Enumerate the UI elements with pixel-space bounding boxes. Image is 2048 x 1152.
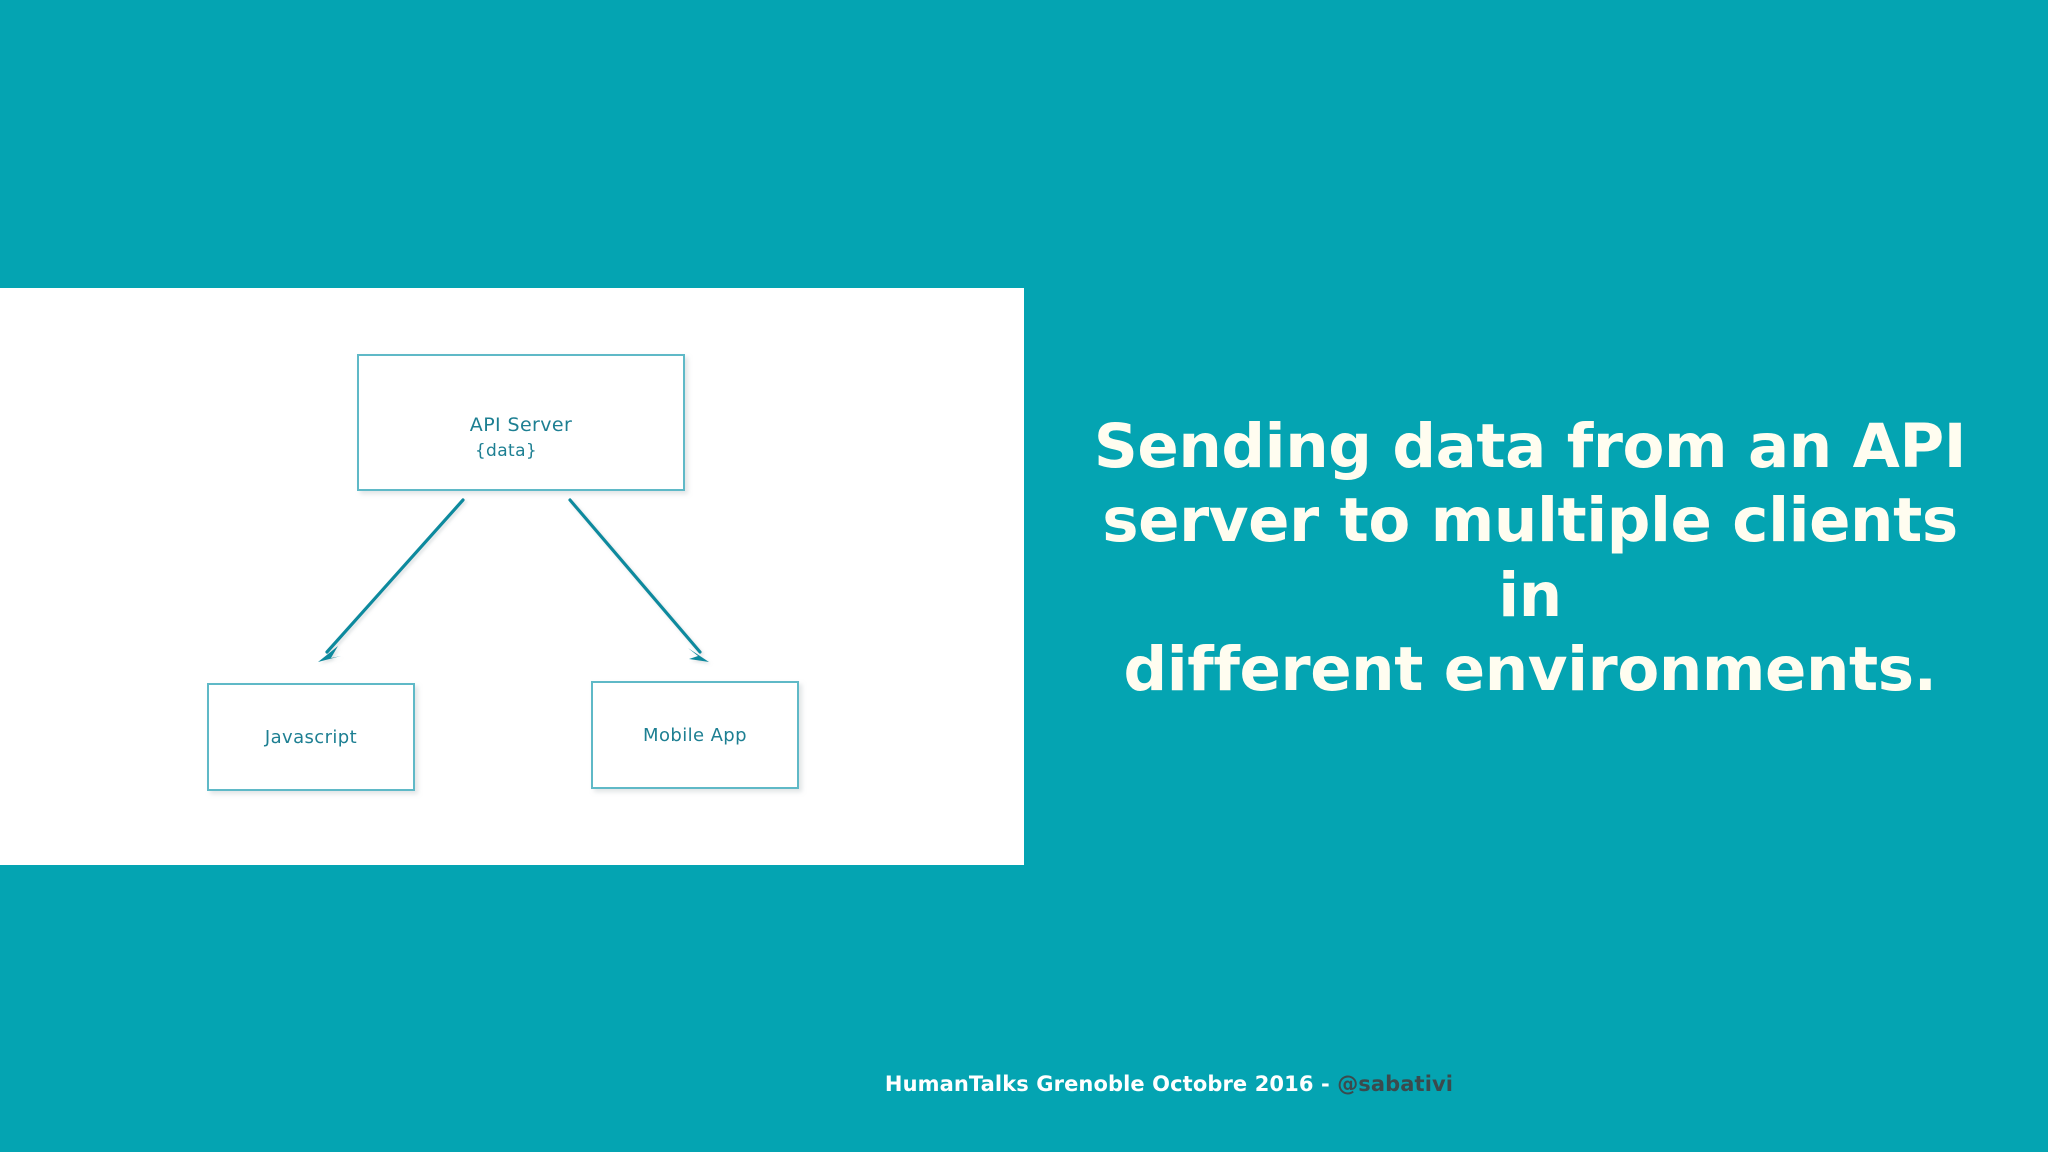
footer-event-label: HumanTalks Grenoble Octobre 2016 -: [884, 1072, 1338, 1096]
diagram-panel: API Server {data} Javascript: [0, 288, 1024, 865]
edge-label-data: {data}: [475, 441, 537, 461]
headline-line-3: different environments.: [1123, 634, 1937, 706]
architecture-diagram: API Server {data} Javascript: [207, 354, 799, 791]
headline-line-2: server to multiple clients in: [1102, 485, 1958, 631]
mobile-app-box: [591, 681, 799, 789]
edge-line-right: [568, 498, 702, 654]
javascript-label: Javascript: [264, 727, 357, 748]
edge-api-to-mobile: [568, 498, 709, 662]
api-server-box: [357, 354, 685, 491]
api-server-label: API Server: [470, 414, 572, 436]
javascript-box: [207, 683, 415, 791]
edge-api-to-javascript: [318, 498, 465, 662]
arrowhead-left: [318, 646, 341, 662]
edge-line-left: [325, 498, 465, 654]
footer-handle-label: @sabativi: [1337, 1072, 1454, 1096]
diagram-node-javascript: Javascript: [207, 683, 415, 791]
diagram-node-mobile-app: Mobile App: [591, 681, 799, 789]
slide-headline: Sending data from an API server to multi…: [1090, 410, 1970, 708]
headline-line-1: Sending data from an API: [1093, 411, 1967, 482]
slide-footer: HumanTalks Grenoble Octobre 2016 - @saba…: [0, 1072, 2048, 1096]
arrowhead-right: [688, 648, 709, 662]
diagram-node-api-server: API Server: [357, 354, 685, 491]
mobile-app-label: Mobile App: [643, 725, 747, 746]
